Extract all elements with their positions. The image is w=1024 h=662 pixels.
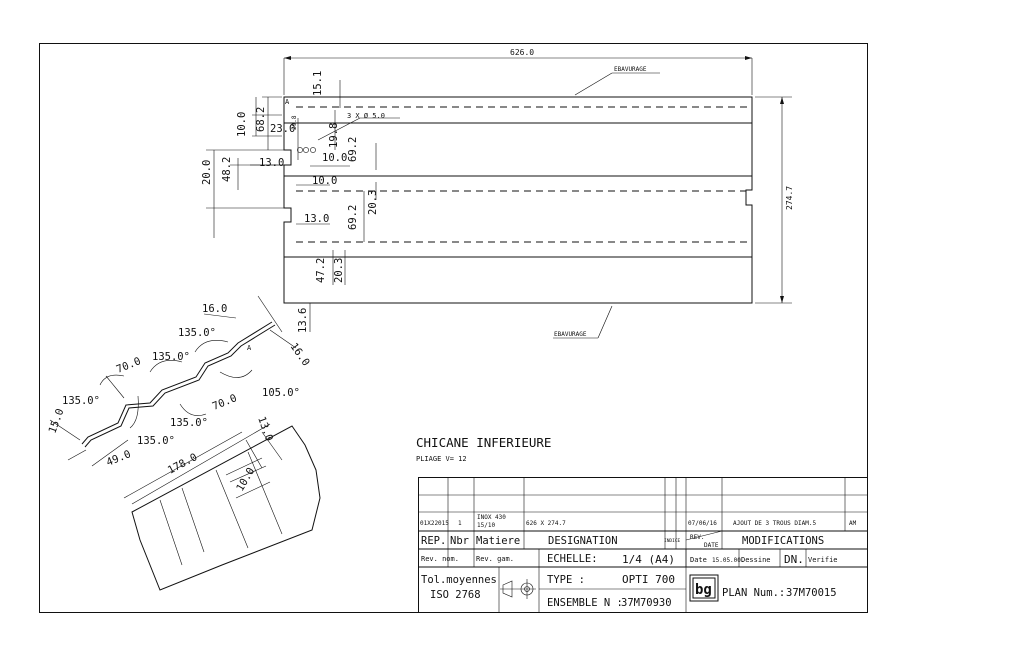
section-view: 16.0 135.0° 16.0 70.0 135.0° 135.0° 105.… [47, 295, 321, 591]
sec-dim-16-0-a: 16.0 [202, 303, 227, 315]
tb-dessine-label: Dessine [741, 556, 771, 564]
sec-dim-105: 105.0° [262, 387, 300, 399]
dim-20-0: 20.0 [201, 160, 213, 185]
dim-15-1: 15.1 [312, 71, 324, 96]
dim-69-2-b: 69.2 [347, 205, 359, 230]
tb-plan-label: PLAN Num.: [722, 587, 785, 599]
sec-dim-13-0: 13.0 [255, 415, 275, 443]
dim-20-3-a: 20.3 [367, 190, 379, 215]
sheet-border [39, 43, 868, 613]
logo-text: bg [695, 582, 712, 598]
dim-13-0-b: 13.0 [304, 213, 329, 225]
sec-dim-16-0-b: 16.0 [288, 341, 312, 369]
sec-dim-135-b: 135.0° [152, 351, 190, 363]
tb-plan-value: 37M70015 [786, 587, 837, 599]
main-flat-view: 626.0 274.7 EBAVURAGE EBAVURAGE [201, 48, 794, 339]
tb-head-modifications: MODIFICATIONS [742, 535, 824, 547]
dim-10-0-c: 10.0 [312, 175, 337, 187]
company-logo: bg [689, 574, 719, 602]
dim-68-2: 68.2 [255, 107, 267, 132]
dim-69-2-a: 69.2 [347, 137, 359, 162]
tb-head-matiere: Matiere [476, 535, 520, 547]
label-a: A [285, 98, 290, 106]
note-holes: 3 X Ø 5.0 [347, 112, 385, 120]
sec-dim-135-a: 135.0° [178, 327, 216, 339]
title-block: 01X22015 1 INOX 430 15/10 626 X 274.7 07… [418, 477, 868, 613]
tb-head-rep: REP. [421, 535, 446, 547]
tb-mat-2: 15/10 [477, 522, 495, 529]
sec-dim-178-0: 178.0 [166, 451, 200, 476]
tb-head-nbr: Nbr [450, 535, 469, 547]
dim-20-3-b: 20.3 [333, 258, 345, 283]
tb-mat-1: INOX 430 [477, 514, 506, 521]
dim-10-0-b: 10.0 [322, 152, 347, 164]
dim-13-6: 13.6 [297, 308, 309, 333]
tb-date-value: 15.05.00. [712, 557, 745, 564]
tb-head-indice: INDICE [664, 538, 681, 544]
tb-mod-date: 07/06/16 [688, 520, 717, 527]
dim-47-2: 47.2 [315, 258, 327, 283]
sec-label-a: A [247, 344, 252, 352]
tb-date-label: Date [690, 556, 707, 564]
tb-ref: 01X22015 [420, 520, 449, 527]
tb-head-date: DATE [704, 542, 719, 549]
tb-rev-nom: Rev. nom. [421, 555, 459, 563]
tb-type-label: TYPE : [547, 574, 585, 586]
sec-dim-70-0-a: 70.0 [115, 355, 143, 376]
dim-48-2: 48.2 [221, 157, 233, 182]
sec-dim-49-0: 49.0 [105, 448, 133, 469]
tb-tol-line1: Tol.moyennes [421, 574, 497, 586]
tb-head-designation: DESIGNATION [548, 535, 618, 547]
drawing-title: CHICANE INFERIEURE [416, 435, 551, 450]
tb-modification: AJOUT DE 3 TROUS DIAM.5 [733, 520, 816, 527]
dim-23-0: 23.0 [270, 123, 295, 135]
tb-verifie-label: Verifie [808, 556, 838, 564]
tb-echelle-label: ECHELLE: [547, 553, 598, 565]
sec-dim-135-d: 135.0° [170, 417, 208, 429]
tb-rev-gam: Rev. gam. [476, 555, 514, 563]
sec-dim-135-c: 135.0° [62, 395, 100, 407]
label-ebavurage-bottom: EBAVURAGE [554, 331, 587, 338]
projection-symbol [500, 579, 536, 599]
tb-type-value: OPTI 700 [622, 573, 675, 586]
label-ebavurage-top: EBAVURAGE [614, 66, 647, 73]
tb-ensemble-label: ENSEMBLE N : [547, 597, 623, 609]
tb-dessine-value: DN. [784, 553, 804, 566]
dim-10-0-a: 10.0 [236, 112, 248, 137]
drawing-subtitle: PLIAGE V= 12 [416, 455, 467, 463]
dim-29-8: 29.8 [291, 115, 298, 130]
tb-mod-by: AM [849, 520, 857, 527]
dim-overall-width: 626.0 [510, 48, 534, 57]
sec-dim-70-0-b: 70.0 [211, 392, 239, 413]
tb-ensemble-value: 37M70930 [621, 597, 672, 609]
dim-overall-height: 274.7 [785, 186, 794, 210]
sec-dim-15-0: 15.0 [47, 407, 67, 435]
tb-designation-value: 626 X 274.7 [526, 520, 566, 527]
sec-dim-135-e: 135.0° [137, 435, 175, 447]
dim-19-8: 19.8 [328, 123, 340, 148]
tb-tol-line2: ISO 2768 [430, 589, 481, 601]
tb-head-rev: REV. [690, 534, 704, 541]
dim-13-0-a: 13.0 [259, 157, 284, 169]
tb-echelle-value: 1/4 (A4) [622, 553, 675, 566]
tb-nbr: 1 [458, 520, 462, 527]
